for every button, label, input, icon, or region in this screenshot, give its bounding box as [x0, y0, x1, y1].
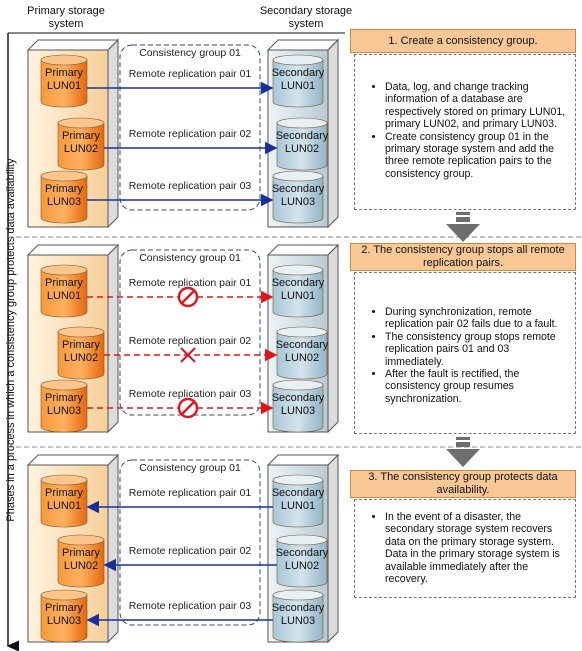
primary-lun-label: LUN01	[47, 290, 81, 302]
phase2-description: During synchronization, remote replicati…	[354, 272, 576, 434]
replication-pair-label: Remote replication pair 02	[129, 545, 252, 557]
phase2-bullet: During synchronization, remote replicati…	[385, 306, 567, 331]
secondary-lun-label: LUN01	[281, 500, 315, 512]
replication-pair-label: Remote replication pair 03	[129, 388, 252, 400]
phase3-description: In the event of a disaster, the secondar…	[354, 499, 576, 598]
replication-pair-label: Remote replication pair 01	[129, 487, 252, 499]
replication-pair-label: Remote replication pair 01	[129, 68, 252, 80]
secondary-lun-label: Secondary	[276, 547, 329, 559]
secondary-lun-label: Secondary	[272, 277, 325, 289]
phase3-title: 3. The consistency group protects data a…	[350, 470, 576, 498]
primary-lun-label: Primary	[45, 602, 83, 614]
primary-lun-cylinder	[57, 117, 105, 171]
secondary-lun-cylinder	[272, 54, 324, 108]
consistency-group-label: Consistency group 01	[139, 252, 241, 264]
replication-pair-label: Remote replication pair 02	[129, 128, 252, 140]
phase1-title: 1. Create a consistency group.	[350, 29, 576, 53]
primary-lun-cylinder	[40, 474, 88, 528]
primary-lun-label: LUN02	[64, 560, 98, 572]
secondary-lun-label: Secondary	[272, 183, 325, 195]
primary-lun-label: Primary	[45, 67, 83, 79]
consistency-group-box	[119, 459, 261, 626]
secondary-lun-label: Secondary	[272, 487, 325, 499]
secondary-lun-cylinder	[272, 589, 324, 643]
secondary-lun-label: LUN01	[281, 80, 315, 92]
phase-3: Consistency group 01PrimaryLUN01Secondar…	[26, 453, 340, 644]
secondary-lun-label: Secondary	[276, 130, 329, 142]
primary-lun-label: Primary	[45, 487, 83, 499]
primary-lun-label: Primary	[45, 183, 83, 195]
phase2-bullet: After the fault is rectified, the consis…	[385, 368, 567, 405]
secondary-lun-label: LUN02	[285, 352, 319, 364]
phase2-bullet: The consistency group stops remote repli…	[385, 331, 567, 368]
primary-lun-label: LUN03	[47, 615, 81, 627]
primary-lun-cylinder	[57, 534, 105, 588]
phases-layer: Consistency group 01PrimaryLUN01Secondar…	[26, 38, 340, 644]
secondary-lun-label: LUN01	[281, 290, 315, 302]
secondary-lun-cylinder	[276, 534, 328, 588]
primary-lun-cylinder	[57, 326, 105, 380]
primary-lun-label: Primary	[62, 130, 100, 142]
secondary-lun-cylinder	[272, 170, 324, 224]
secondary-lun-cylinder	[272, 474, 324, 528]
primary-lun-label: LUN02	[64, 352, 98, 364]
secondary-lun-label: LUN02	[285, 560, 319, 572]
primary-lun-label: LUN01	[47, 80, 81, 92]
primary-lun-cylinder	[40, 379, 88, 433]
vertical-axis-label: Phases in a process in which a consisten…	[5, 158, 17, 522]
phase-transition-arrow	[446, 437, 480, 467]
secondary-lun-label: Secondary	[272, 602, 325, 614]
consistency-group-label: Consistency group 01	[139, 462, 241, 474]
secondary-lun-cylinder	[276, 326, 328, 380]
phase1-bullet: Create consistency group 01 in the prima…	[385, 131, 567, 181]
primary-header-line2: system	[49, 18, 84, 30]
phase2-title: 2. The consistency group stops all remot…	[350, 243, 576, 271]
secondary-lun-cylinder	[272, 379, 324, 433]
consistency-group-label: Consistency group 01	[139, 47, 241, 59]
secondary-lun-label: LUN03	[281, 615, 315, 627]
stop-icon	[177, 286, 199, 308]
primary-lun-cylinder	[40, 54, 88, 108]
primary-lun-label: Primary	[45, 277, 83, 289]
phase1-description: Data, log, and change tracking informati…	[354, 54, 576, 210]
stop-icon	[177, 397, 199, 419]
secondary-lun-label: LUN03	[281, 405, 315, 417]
fault-x-icon	[180, 347, 196, 363]
phase1-bullet: Data, log, and change tracking informati…	[385, 81, 567, 131]
replication-pair-label: Remote replication pair 03	[129, 180, 252, 192]
secondary-header-line1: Secondary storage	[260, 5, 352, 17]
phase3-bullet: In the event of a disaster, the secondar…	[385, 511, 567, 585]
primary-lun-label: LUN02	[64, 143, 98, 155]
consistency-group-box	[119, 44, 261, 211]
replication-pair-label: Remote replication pair 01	[129, 277, 252, 289]
secondary-lun-label: Secondary	[272, 392, 325, 404]
secondary-lun-label: LUN02	[285, 143, 319, 155]
primary-lun-label: LUN01	[47, 500, 81, 512]
primary-lun-cylinder	[40, 264, 88, 318]
primary-lun-label: Primary	[62, 547, 100, 559]
replication-pair-label: Remote replication pair 03	[129, 600, 252, 612]
replication-pair-label: Remote replication pair 02	[129, 335, 252, 347]
primary-lun-label: Primary	[45, 392, 83, 404]
phase-transition-arrow	[446, 212, 480, 242]
primary-lun-label: LUN03	[47, 405, 81, 417]
primary-lun-label: LUN03	[47, 196, 81, 208]
phase-2: Consistency group 01PrimaryLUN01Secondar…	[26, 243, 340, 434]
secondary-lun-label: Secondary	[272, 67, 325, 79]
secondary-header-line2: system	[289, 18, 324, 30]
secondary-lun-label: LUN03	[281, 196, 315, 208]
secondary-lun-cylinder	[272, 264, 324, 318]
primary-header-line1: Primary storage	[27, 5, 105, 17]
phase-1: Consistency group 01PrimaryLUN01Secondar…	[26, 38, 340, 229]
primary-lun-label: Primary	[62, 339, 100, 351]
primary-lun-cylinder	[40, 170, 88, 224]
primary-lun-cylinder	[40, 589, 88, 643]
secondary-lun-label: Secondary	[276, 339, 329, 351]
secondary-lun-cylinder	[276, 117, 328, 171]
